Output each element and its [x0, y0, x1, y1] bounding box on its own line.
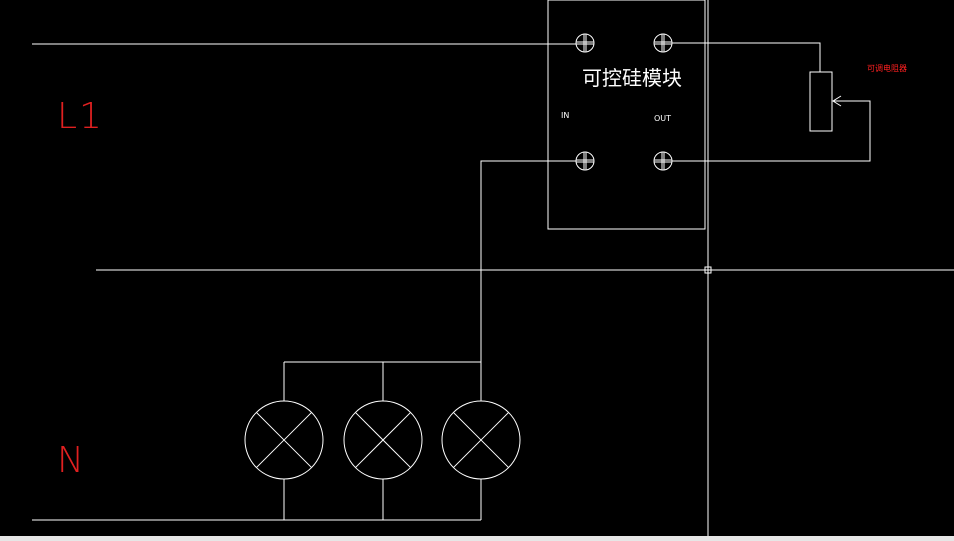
scr-module-box [547, 0, 706, 230]
resistor-label: 可调电阻器 [867, 64, 907, 73]
terminal-in-bottom-icon [575, 151, 595, 171]
in-to-lamps-wire [480, 160, 576, 362]
crosshair-pickbox [704, 266, 712, 274]
lamp-1-icon [244, 362, 324, 520]
module-title: 可控硅模块 [582, 66, 682, 90]
adjustable-resistor [809, 71, 833, 132]
terminal-in-top-icon [575, 33, 595, 53]
status-bar [0, 536, 954, 541]
terminal-out-top-icon [653, 33, 673, 53]
out-label: OUT [654, 114, 672, 123]
l1-label: L1 [57, 96, 104, 137]
terminal-out-bottom-icon [653, 151, 673, 171]
in-label: IN [561, 111, 570, 120]
lamp-3-icon [441, 362, 521, 520]
resistor-wiper-wire [672, 100, 871, 162]
lamp-2-icon [343, 362, 423, 520]
out-to-resistor-wire [672, 42, 821, 72]
resistor-wiper-arrow [832, 95, 842, 107]
n-label: N [57, 440, 84, 481]
